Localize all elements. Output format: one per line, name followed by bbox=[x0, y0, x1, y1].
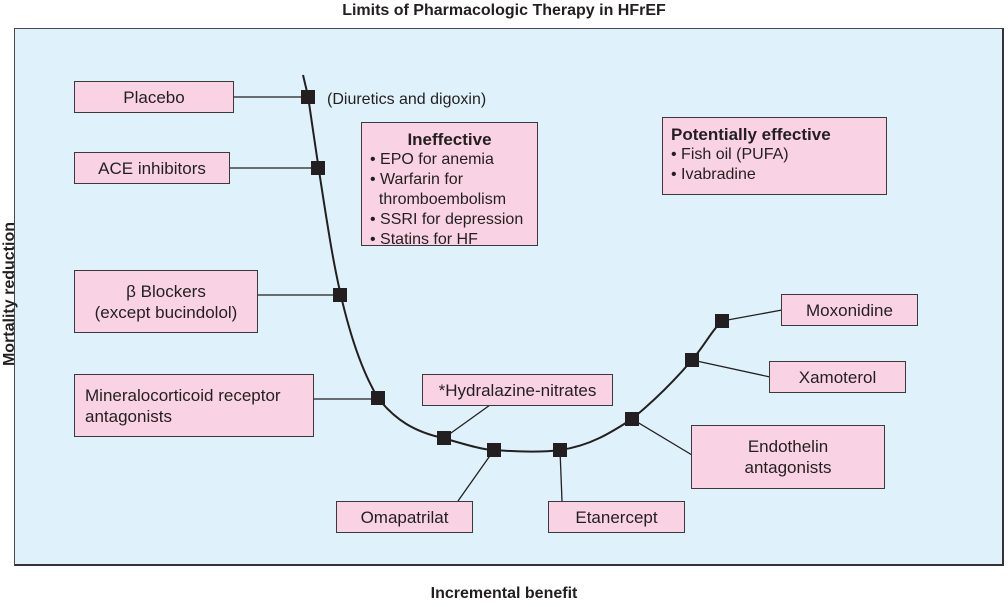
therapy-box-moxonidine: Moxonidine bbox=[781, 294, 918, 326]
therapy-label: Xamoterol bbox=[798, 367, 877, 387]
leader-omapatrilat bbox=[457, 449, 495, 502]
marker-mra bbox=[371, 391, 385, 405]
leader-hydralazine bbox=[443, 404, 491, 439]
ineffective-box: Ineffective • EPO for anemia • Warfarin … bbox=[361, 122, 538, 248]
therapy-box-ace-inhibitors: ACE inhibitors bbox=[74, 152, 230, 184]
ineffective-heading: Ineffective bbox=[407, 130, 492, 149]
marker-endothelin bbox=[625, 412, 639, 426]
ineffective-item: • EPO for anemia bbox=[370, 151, 494, 168]
marker-beta bbox=[333, 288, 347, 302]
markers bbox=[301, 90, 729, 457]
marker-placebo bbox=[301, 90, 315, 104]
x-axis-label: Incremental benefit bbox=[430, 585, 578, 602]
potentially-effective-heading: Potentially effective bbox=[671, 125, 831, 144]
ineffective-item: • Warfarin for bbox=[370, 171, 464, 188]
marker-hydralazine bbox=[437, 431, 451, 445]
marker-omapatrilat bbox=[487, 443, 501, 457]
therapy-box-placebo: Placebo bbox=[74, 81, 234, 113]
diuretics-digoxin-annotation: (Diuretics and digoxin) bbox=[327, 91, 487, 108]
therapy-box-etanercept: Etanercept bbox=[548, 501, 685, 533]
therapy-label: Placebo bbox=[123, 87, 185, 107]
therapy-box-omapatrilat: Omapatrilat bbox=[336, 501, 473, 533]
mortality-curve bbox=[302, 74, 723, 453]
therapy-label: Omapatrilat bbox=[360, 507, 449, 527]
therapy-label: Etanercept bbox=[575, 507, 658, 527]
marker-etanercept bbox=[553, 443, 567, 457]
therapy-label: Moxonidine bbox=[806, 300, 893, 320]
leader-endothelin bbox=[631, 418, 693, 456]
therapy-label-line2: (except bucindolol) bbox=[94, 302, 238, 322]
therapy-label-line1: β Blockers bbox=[126, 281, 206, 301]
potentially-effective-item: • Ivabradine bbox=[671, 166, 756, 183]
therapy-label: ACE inhibitors bbox=[98, 158, 206, 178]
marker-moxonidine bbox=[715, 314, 729, 328]
diagram-title: Limits of Pharmacologic Therapy in HFrEF bbox=[342, 2, 666, 19]
therapy-box-beta-blockers: β Blockers (except bucindolol) bbox=[74, 270, 258, 333]
therapy-label-line1: Mineralocorticoid receptor bbox=[85, 385, 281, 405]
leader-xamoterol bbox=[691, 359, 771, 378]
therapy-label: *Hydralazine-nitrates bbox=[438, 380, 597, 400]
therapy-box-hydralazine-nitrates: *Hydralazine-nitrates bbox=[422, 374, 613, 406]
therapy-box-endothelin-antagonists: Endothelin antagonists bbox=[691, 425, 885, 489]
ineffective-item: • SSRI for depression bbox=[370, 211, 524, 228]
leader-etanercept bbox=[559, 449, 563, 502]
potentially-effective-item: • Fish oil (PUFA) bbox=[671, 146, 789, 163]
therapy-box-mra: Mineralocorticoid receptor antagonists bbox=[74, 374, 314, 437]
therapy-label-line1: Endothelin bbox=[747, 437, 829, 456]
ineffective-item: • Statins for HF bbox=[370, 231, 478, 248]
ineffective-item: thromboembolism bbox=[370, 191, 507, 208]
therapy-label-line2: antagonists bbox=[85, 406, 172, 426]
potentially-effective-box: Potentially effective • Fish oil (PUFA) … bbox=[662, 117, 887, 195]
leader-moxonidine bbox=[721, 309, 783, 322]
marker-xamoterol bbox=[685, 353, 699, 367]
marker-ace bbox=[311, 161, 325, 175]
therapy-box-xamoterol: Xamoterol bbox=[769, 361, 906, 393]
therapy-label-line2: antagonists bbox=[744, 458, 832, 477]
